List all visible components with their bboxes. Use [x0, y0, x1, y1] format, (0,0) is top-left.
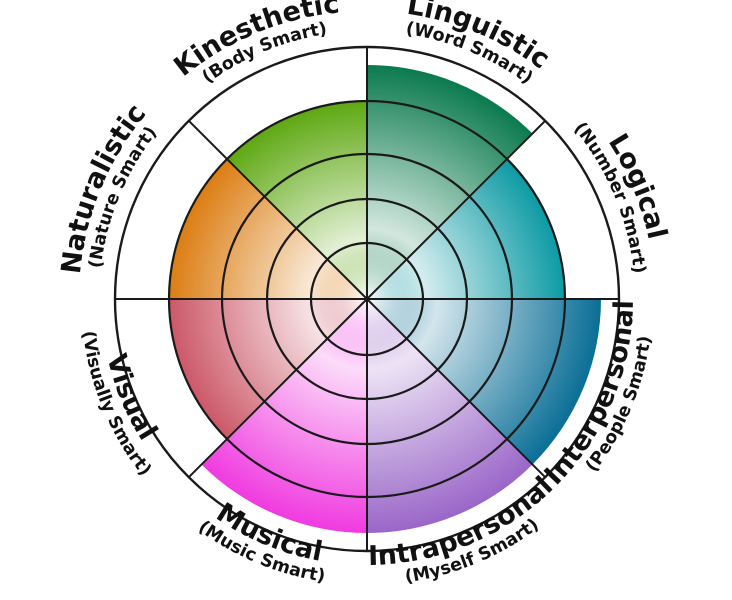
- segment-fill-kinesthetic: [226, 101, 367, 299]
- spoke: [188, 298, 368, 478]
- segment-fill-interpersonal: [367, 299, 601, 465]
- spoke: [366, 120, 546, 300]
- segment-fill-naturalistic: [168, 158, 367, 299]
- segment-fill-logical: [367, 158, 565, 299]
- spoke: [188, 120, 368, 300]
- ring-gridlines: [113, 45, 621, 553]
- segment-fill-visual: [168, 299, 367, 440]
- segment-fill-musical: [201, 299, 367, 533]
- segment-fill-linguistic: [367, 65, 533, 299]
- segment-fill-intrapersonal: [367, 299, 533, 533]
- segment-fills: [168, 65, 601, 533]
- spoke: [366, 298, 546, 478]
